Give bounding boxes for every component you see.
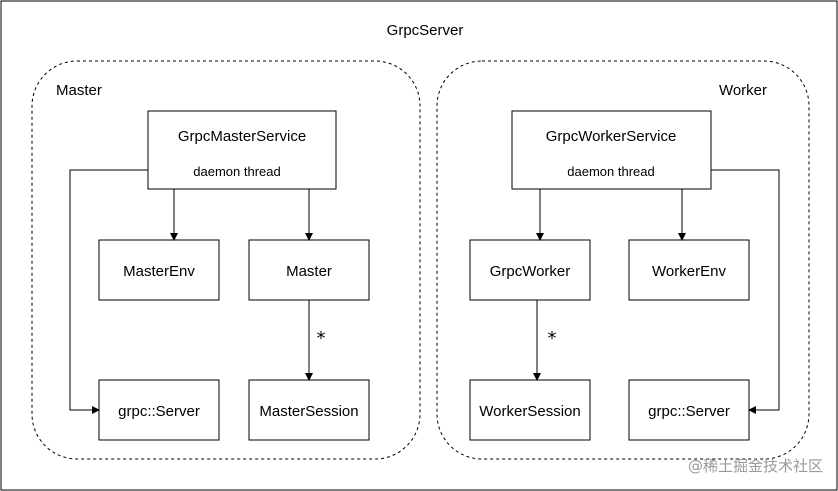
worker-session-multiplicity: * [548,328,557,349]
edge-worker-service-to-grpc-server [711,169,780,414]
master-label: Master [286,263,332,280]
grpc-worker-box [469,239,591,301]
master-daemon-thread-label: daemon thread [193,164,280,179]
edge-master-service-to-grpc-server [69,169,148,414]
grpc-worker-label: GrpcWorker [490,263,571,280]
watermark: @稀土掘金技术社区 [688,457,823,475]
worker-grpc-server-label: grpc::Server [648,403,730,420]
grpc-worker-service-box [511,110,712,190]
worker-session-box [469,379,591,441]
grpc-master-service-label: GrpcMasterService [178,128,306,145]
master-env-label: MasterEnv [123,263,195,280]
worker-daemon-thread-label: daemon thread [567,164,654,179]
grpc-worker-service-label: GrpcWorkerService [546,128,677,145]
worker-group-label: Worker [719,82,767,99]
master-group [31,60,421,460]
master-session-label: MasterSession [259,403,358,420]
worker-group [436,60,810,460]
worker-env-box [628,239,750,301]
master-env-box [98,239,220,301]
grpc-master-service-box [147,110,337,190]
master-grpc-server-label: grpc::Server [118,403,200,420]
master-group-label: Master [56,82,102,99]
master-session-multiplicity: * [317,328,326,349]
master-grpc-server-box [98,379,220,441]
worker-env-label: WorkerEnv [652,263,726,280]
worker-grpc-server-box [628,379,750,441]
worker-session-label: WorkerSession [479,403,580,420]
grpc-server-title: GrpcServer [387,22,464,39]
